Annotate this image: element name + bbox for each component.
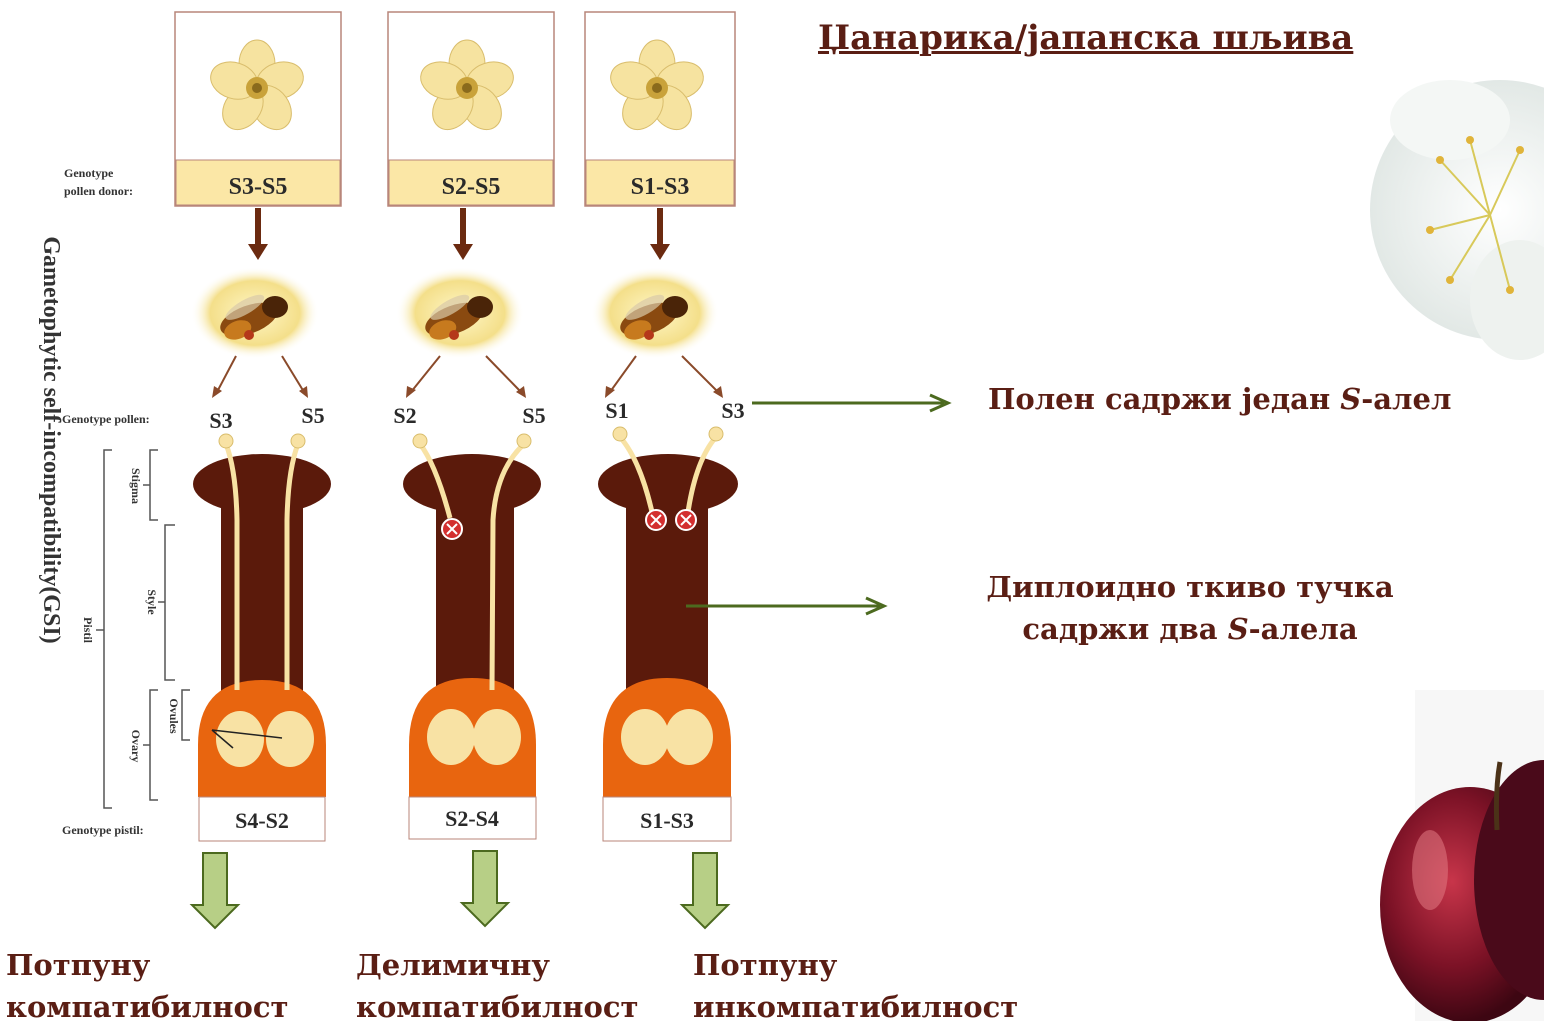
outcome-line2: инкомпатибилност — [693, 986, 1018, 1028]
column-3: S1-S3 S1 S3 S1-S3 — [585, 12, 745, 928]
ovary-label: Ovary — [129, 730, 143, 763]
pollen-note-suffix: -алел — [1361, 382, 1451, 416]
outcome-line1: Потпуну — [693, 944, 1018, 986]
reject-marker — [646, 510, 666, 530]
column-2: S2-S5 S2 S5 S2-S4 — [388, 12, 554, 926]
outcome-3: Потпуну инкомпатибилност — [693, 944, 1018, 1028]
donor-row-label-1: Genotype — [64, 166, 114, 180]
ovules-label: Ovules — [167, 698, 181, 734]
tissue-note-line2: садржи два S-алела — [930, 608, 1450, 650]
pollen-allele-left: S1 — [605, 398, 628, 423]
donor-genotype: S3-S5 — [229, 174, 288, 200]
pollen-allele-right: S5 — [522, 403, 545, 428]
tissue-note-italic: S — [1228, 612, 1249, 646]
outcome-2: Делимичну компатибилност — [356, 944, 638, 1028]
pistil-label: Pistil — [81, 617, 95, 644]
pollen-allele-left: S2 — [393, 403, 416, 428]
pollen-note-prefix: Полен садржи један — [988, 382, 1340, 416]
tissue-pointer-arrow — [686, 598, 884, 614]
donor-genotype: S2-S5 — [442, 174, 501, 200]
blossom-decoration — [1370, 80, 1544, 360]
pollen-allele-left: S3 — [209, 408, 232, 433]
pollen-row-label: Genotype pollen: — [62, 412, 150, 426]
side-label: Gametophytic self-incompatibility(GSI) — [38, 236, 64, 643]
pistil-genotype: S1-S3 — [640, 808, 694, 833]
pistil-row-label: Genotype pistil: — [62, 823, 144, 837]
stigma-label: Stigma — [129, 468, 143, 504]
tissue-note-suffix: -алела — [1249, 612, 1358, 646]
result-down-arrow — [682, 853, 728, 928]
reject-marker — [676, 510, 696, 530]
bee-icon — [191, 267, 319, 359]
pistil-genotype: S2-S4 — [445, 806, 499, 831]
bee-icon — [591, 267, 719, 359]
result-down-arrow — [462, 851, 508, 926]
reject-marker — [442, 519, 462, 539]
outcome-line1: Делимичну — [356, 944, 638, 986]
pollen-note: Полен садржи један S-алел — [988, 378, 1451, 420]
pollen-pointer-arrow — [752, 395, 948, 411]
result-down-arrow — [192, 853, 238, 928]
donor-row-label-2: pollen donor: — [64, 184, 133, 198]
outcome-line2: компатибилност — [6, 986, 288, 1028]
tissue-note: Диплоидно ткиво тучка садржи два S-алела — [930, 566, 1450, 650]
pollen-allele-right: S5 — [301, 403, 324, 428]
pollen-allele-right: S3 — [721, 398, 744, 423]
bee-icon — [396, 267, 524, 359]
plum-decoration — [1380, 690, 1544, 1021]
tissue-note-prefix: садржи два — [1022, 612, 1227, 646]
outcome-1: Потпуну компатибилност — [6, 944, 288, 1028]
slide-title: Џанарика/јапанска шљива — [818, 18, 1353, 58]
column-1: S3-S5 S3 S5 S4-S2 — [175, 12, 341, 928]
donor-genotype: S1-S3 — [631, 174, 690, 200]
pollen-note-italic: S — [1340, 382, 1361, 416]
style-label: Style — [145, 589, 159, 615]
outcome-line2: компатибилност — [356, 986, 638, 1028]
outcome-line1: Потпуну — [6, 944, 288, 986]
tissue-note-line1: Диплоидно ткиво тучка — [930, 566, 1450, 608]
pistil-genotype: S4-S2 — [235, 808, 289, 833]
